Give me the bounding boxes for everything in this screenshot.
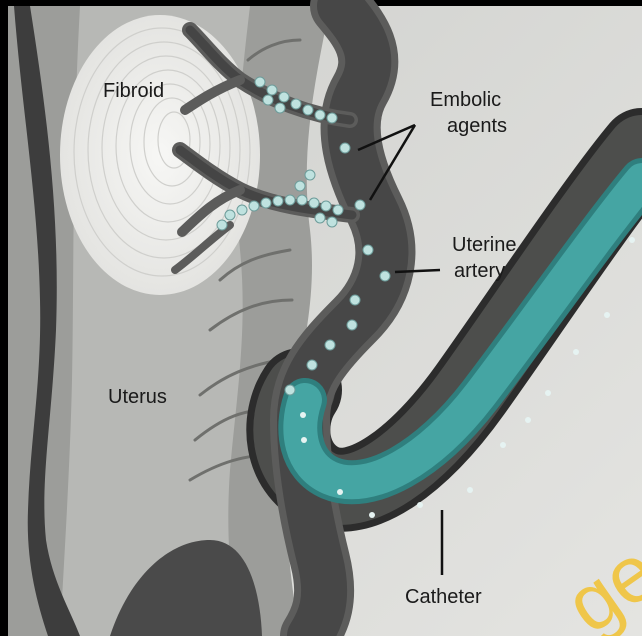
embolic-agents-label-line2: agents [447,113,507,139]
fibroid-mass [60,15,260,295]
fibroid-label: Fibroid [103,78,164,104]
uterine-artery-label-line2: artery [454,258,505,284]
uterine-artery-label-line1: Uterine [452,232,516,258]
embolic-agents-label-line1: Embolic [430,87,501,113]
catheter-label: Catheter [405,584,482,610]
uterus-label: Uterus [108,384,167,410]
left-border [0,0,8,636]
